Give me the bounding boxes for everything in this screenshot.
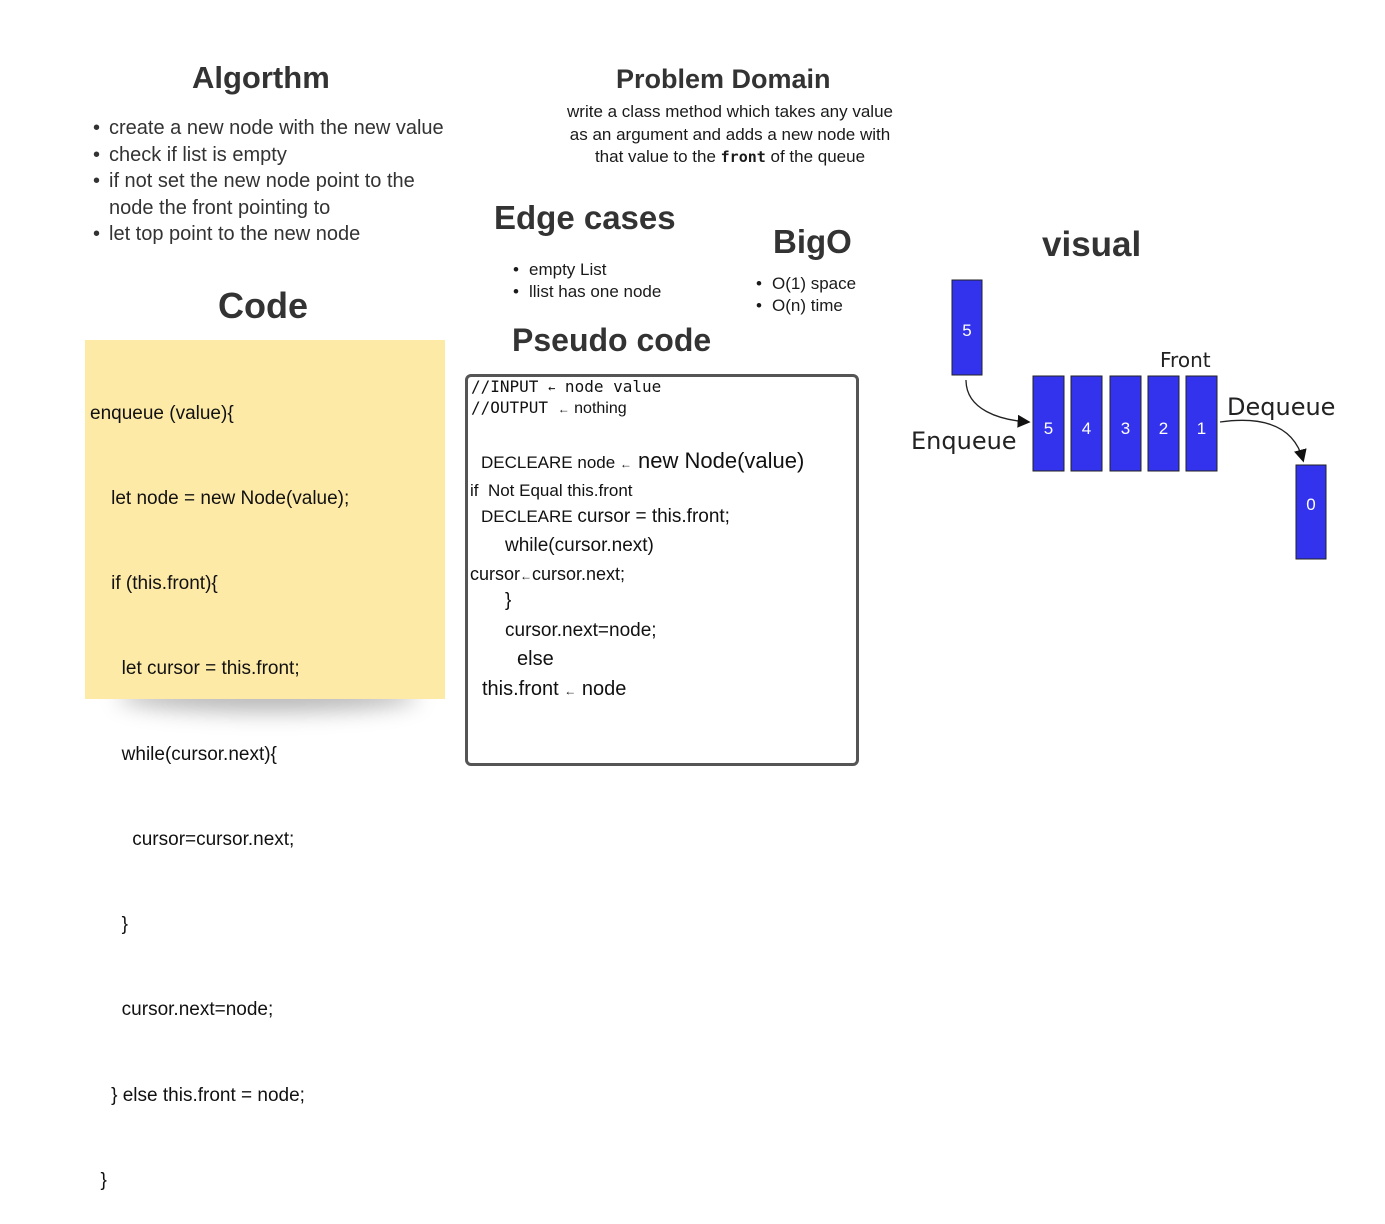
queue-node-value: 5 [1044,419,1053,438]
pseudo-while-line: while(cursor.next) [505,535,654,556]
dequeued-node-box [1295,464,1327,560]
problem-domain-description: write a class method which takes any val… [520,101,940,169]
queue-node-box [1109,375,1142,472]
left-arrow-icon: ← [548,381,556,395]
front-code-term: front [720,148,766,166]
incoming-node-box [951,279,983,376]
queue-node-value: 2 [1159,419,1168,438]
pseudo-next-line: cursor.next=node; [505,620,657,641]
pseudo-cursor-line: cursor←cursor.next; [470,564,625,585]
problem-domain-title: Problem Domain [616,64,831,94]
left-arrow-icon: ← [619,457,632,471]
dequeued-node-value: 0 [1306,495,1315,514]
queue-node-box [1147,375,1180,472]
dequeue-label: Dequeue [1227,393,1335,421]
bigo-title: BigO [773,223,852,260]
pseudo-code-title: Pseudo code [512,322,712,358]
queue-diagram: 5 Enqueue 5 4 3 2 1 Front Dequeue 0 [911,279,1335,560]
algorithm-list: create a new node with the new value che… [93,115,493,248]
algorithm-step: create a new node with the new value [93,115,493,142]
code-line: } [90,914,129,936]
code-line: let cursor = this.front; [90,658,300,680]
pseudo-front-line: this.front ← node [482,678,626,701]
pseudo-declare-line: DECLEARE node ← new Node(value) [481,448,804,474]
problem-domain-line: as an argument and adds a new node with [569,124,891,144]
code-line: while(cursor.next){ [90,743,277,765]
pseudo-text: nothing [569,400,627,417]
pseudo-code-box [465,374,859,766]
code-line: let node = new Node(value); [90,488,350,510]
queue-nodes: 5 4 3 2 1 [1032,375,1218,472]
pseudo-text: cursor.next; [532,564,626,584]
left-arrow-icon: ← [520,569,533,583]
edge-case-item: llist has one node [513,281,661,303]
pseudo-output-line: //OUTPUT ← nothing [471,398,627,418]
algorithm-title: Algorthm [192,60,330,95]
code-line: if (this.front){ [90,573,218,595]
code-sticky-note [85,340,445,699]
code-line: } else this.front = node; [90,1084,305,1106]
pseudo-text: node value [555,377,662,396]
left-arrow-icon: ← [557,402,570,416]
pseudo-text: cursor = this.front; [577,506,730,527]
problem-domain-text: that value to the [594,147,721,166]
code-line: cursor.next=node; [90,999,274,1021]
visual-title: visual [1042,225,1142,264]
problem-domain-line: write a class method which takes any val… [567,102,893,121]
pseudo-brace-line: } [505,590,512,611]
edge-cases-list: empty List llist has one node [513,259,661,303]
problem-domain-text: of the queue [765,147,866,166]
pseudo-text: cursor [470,564,521,584]
code-line: cursor=cursor.next; [90,828,295,850]
code-line: } [90,1169,107,1191]
code-title: Code [218,285,308,326]
pseudo-text: //INPUT [471,377,549,396]
pseudo-text: //OUTPUT [471,398,558,417]
queue-node-box [1070,375,1103,472]
problem-domain-line: that value to the front of the queue [520,146,940,169]
queue-node-box [1185,375,1218,472]
algorithm-step: if not set the new node point to the nod… [93,168,449,221]
edge-case-item: empty List [513,259,661,281]
pseudo-else-line: else [517,648,554,670]
pseudo-text: DECLEARE node [481,453,620,472]
edge-cases-title: Edge cases [494,199,676,236]
enqueue-label: Enqueue [911,427,1017,455]
pseudo-text: node [576,678,627,700]
pseudo-if-line: if Not Equal this.front [470,481,633,500]
bigo-list: O(1) space O(n) time [756,273,856,317]
pseudo-text: this.front [482,678,565,700]
pseudo-text: new Node(value) [631,448,805,473]
left-arrow-icon: ← [564,684,577,698]
queue-node-value: 4 [1082,419,1091,438]
incoming-node-value: 5 [962,321,971,340]
dequeue-arrow [1219,419,1307,463]
bigo-item: O(1) space [756,273,856,295]
algorithm-step: let top point to the new node [93,221,493,248]
code-block: enqueue (value){ let node = new Node(val… [90,343,349,1224]
bigo-item: O(n) time [756,295,856,317]
code-line: enqueue (value){ [90,402,234,424]
queue-node-value: 1 [1197,419,1206,438]
algorithm-step: check if list is empty [93,142,493,169]
enqueue-arrow [965,379,1031,428]
queue-node-box [1032,375,1065,472]
pseudo-declare-cursor-line: DECLEARE cursor = this.front; [481,506,730,528]
pseudo-input-line: //INPUT ← node value [471,377,661,396]
pseudo-text: DECLEARE [481,507,578,526]
front-label: Front [1160,348,1211,372]
queue-node-value: 3 [1121,419,1130,438]
